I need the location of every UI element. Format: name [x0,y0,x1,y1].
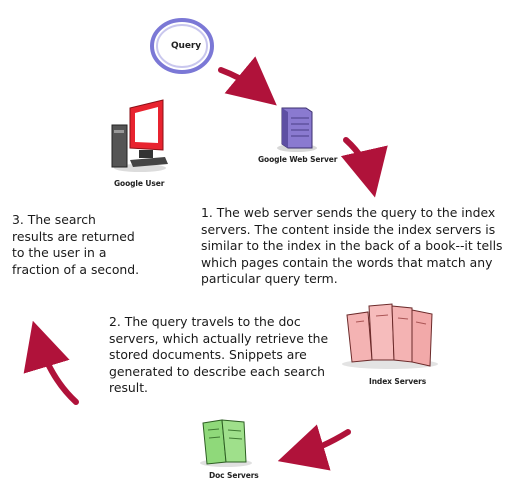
step2-line: 2. The query travels to the doc [109,314,301,329]
step2-line: stored documents. Snippets are [109,347,307,362]
arrow-doc-to-user [23,320,79,405]
step3-line: fraction of a second. [12,261,140,277]
arrow-webserver-to-index [340,137,388,198]
index-servers-icon [342,303,438,369]
arrow-index-to-doc [277,424,351,471]
step3-line: to the user in a [12,245,107,260]
web-server-label: Google Web Server [258,155,338,164]
step1-text: 1. The web server sends the query to the… [201,205,502,288]
step1-line: servers. The content inside the index se… [201,221,496,237]
doc-servers-label: Doc Servers [209,471,259,480]
user-computer-icon [111,99,168,172]
doc-servers-icon [200,419,252,467]
web-server-icon [277,107,317,152]
step2-line: result. [109,380,148,395]
user-label: Google User [114,179,165,188]
step3-text: 3. The search results are returned to th… [12,212,139,278]
step3-line: results are returned [12,228,135,244]
step2-text: 2. The query travels to the doc servers,… [109,314,328,397]
query-label: Query [171,41,201,51]
step1-line: which pages contain the words that match… [201,254,493,270]
step1-line: similar to the index in the back of a bo… [201,238,503,253]
step1-line: 1. The web server sends the query to the… [201,205,496,220]
step3-line: 3. The search [12,212,96,227]
step2-line: generated to describe each search [109,363,326,379]
arrow-query-to-webserver [218,56,277,106]
index-servers-label: Index Servers [369,377,427,386]
query-bubble-icon [150,18,214,74]
step1-line: particular query term. [201,271,338,286]
step2-line: servers, which actually retrieve the [109,330,329,346]
